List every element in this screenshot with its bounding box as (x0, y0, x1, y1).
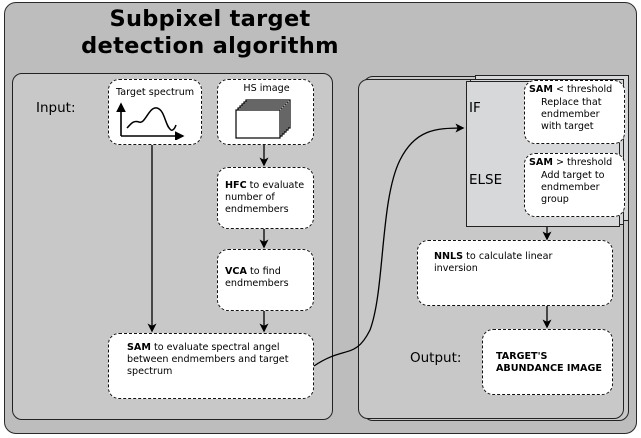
output-line-1: TARGET'S (496, 351, 548, 362)
image-stack-icon (235, 99, 291, 139)
else-label: ELSE (469, 172, 503, 188)
hfc-rest: to evaluate (246, 180, 305, 191)
if-condition-box: SAM < threshold Replace that endmember w… (524, 80, 625, 144)
if-action-text: Replace that endmember with target (541, 97, 601, 133)
sam-text: SAM to evaluate spectral angel between e… (127, 342, 288, 378)
output-text: TARGET'S ABUNDANCE IMAGE (496, 351, 602, 375)
nnls-text: NNLS to calculate linear inversion (434, 251, 552, 275)
hfc-line-2: number of (225, 192, 275, 203)
title-line-1: Subpixel target (109, 6, 311, 32)
if-sam-keyword: SAM (529, 84, 553, 95)
vca-line-2: endmembers (225, 278, 289, 289)
else-line-4: group (541, 194, 569, 205)
if-line-3: endmember (541, 109, 600, 120)
sam-rest: to evaluate spectral angel (150, 342, 280, 353)
nnls-keyword: NNLS (434, 251, 464, 262)
sam-box: SAM to evaluate spectral angel between e… (108, 333, 314, 399)
title-line-2: detection algorithm (81, 33, 339, 59)
hs-image-box: HS image (217, 79, 314, 145)
output-label: Output: (410, 350, 462, 366)
else-sam-keyword: SAM (529, 157, 553, 168)
target-spectrum-box: Target spectrum (108, 79, 202, 145)
nnls-rest: to calculate linear (463, 251, 553, 262)
else-condition-box: SAM > threshold Add target to endmember … (524, 153, 625, 217)
sam-line-3: spectrum (127, 366, 173, 377)
arrow-sam-to-condition (313, 123, 465, 367)
else-condition-header: SAM > threshold (529, 157, 612, 169)
sam-keyword: SAM (127, 342, 151, 353)
else-line-2: Add target to (541, 170, 605, 181)
if-line-4: with target (541, 121, 594, 132)
if-threshold: < threshold (552, 84, 613, 95)
target-spectrum-label: Target spectrum (116, 87, 195, 98)
hs-image-label: HS image (243, 83, 290, 94)
else-line-3: endmember (541, 182, 600, 193)
hfc-keyword: HFC (225, 180, 247, 191)
vca-box: VCA to find endmembers (217, 249, 314, 311)
spectrum-plot-icon (116, 102, 185, 140)
input-label: Input: (36, 100, 76, 116)
vca-text: VCA to find endmembers (225, 266, 289, 290)
else-action-text: Add target to endmember group (541, 170, 604, 206)
if-label: IF (469, 100, 481, 116)
nnls-box: NNLS to calculate linear inversion (417, 240, 613, 306)
diagram-title: Subpixel target detection algorithm (60, 6, 360, 60)
else-threshold: > threshold (552, 157, 613, 168)
sam-line-2: between endmembers and target (127, 354, 289, 365)
if-condition-header: SAM < threshold (529, 84, 612, 96)
if-line-2: Replace that (541, 97, 602, 108)
vca-keyword: VCA (225, 266, 247, 277)
output-box: TARGET'S ABUNDANCE IMAGE (482, 329, 613, 395)
hfc-line-3: endmembers (225, 204, 289, 215)
output-line-2: ABUNDANCE IMAGE (496, 363, 602, 374)
hfc-box: HFC to evaluate number of endmembers (217, 167, 314, 229)
hfc-text: HFC to evaluate number of endmembers (225, 180, 304, 216)
nnls-line-2: inversion (434, 263, 478, 274)
vca-rest: to find (246, 266, 281, 277)
